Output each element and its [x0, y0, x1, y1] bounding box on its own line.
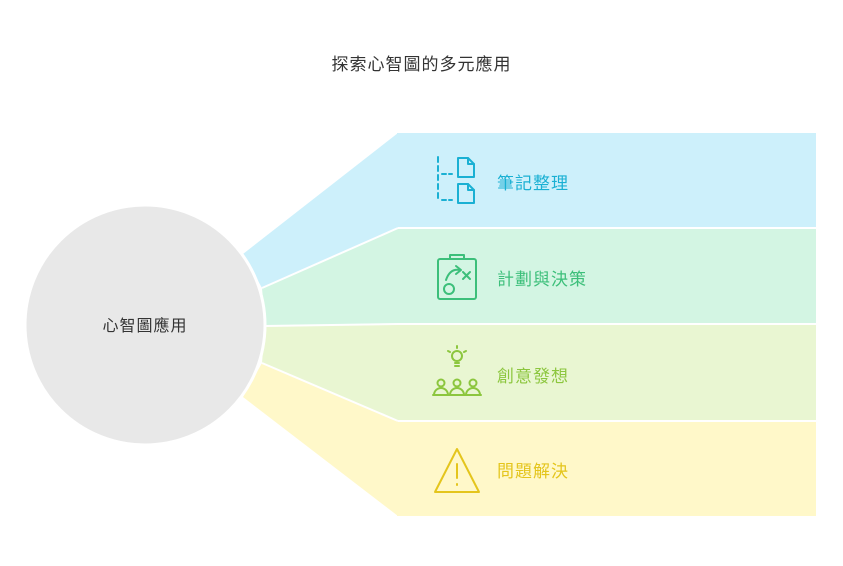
warning-triangle-icon [434, 448, 480, 493]
diagram-title: 探索心智圖的多元應用 [331, 55, 512, 75]
branch-band-notes [397, 133, 816, 228]
branch-band-ideation [397, 325, 816, 421]
branch-band-planning [397, 229, 816, 324]
branch-label-ideation: 創意發想 [497, 367, 569, 387]
band-divider [261, 227, 399, 289]
branch-label-planning: 計劃與決策 [497, 270, 587, 290]
band-2-connector [262, 228, 398, 326]
band-1-connector [243, 133, 398, 288]
band-divider [261, 362, 399, 422]
branch-band-problem [397, 422, 816, 516]
band-divider [264, 323, 399, 327]
center-label: 心智圖應用 [102, 316, 187, 335]
notes-files-icon [437, 156, 475, 204]
band-3-connector [262, 324, 398, 421]
idea-team-icon [432, 345, 482, 396]
strategy-clipboard-icon [437, 254, 477, 300]
branch-label-notes: 筆記整理 [497, 174, 569, 194]
center-circle [23, 203, 267, 447]
band-4-connector [243, 363, 398, 516]
branch-label-problem: 問題解決 [497, 462, 569, 482]
